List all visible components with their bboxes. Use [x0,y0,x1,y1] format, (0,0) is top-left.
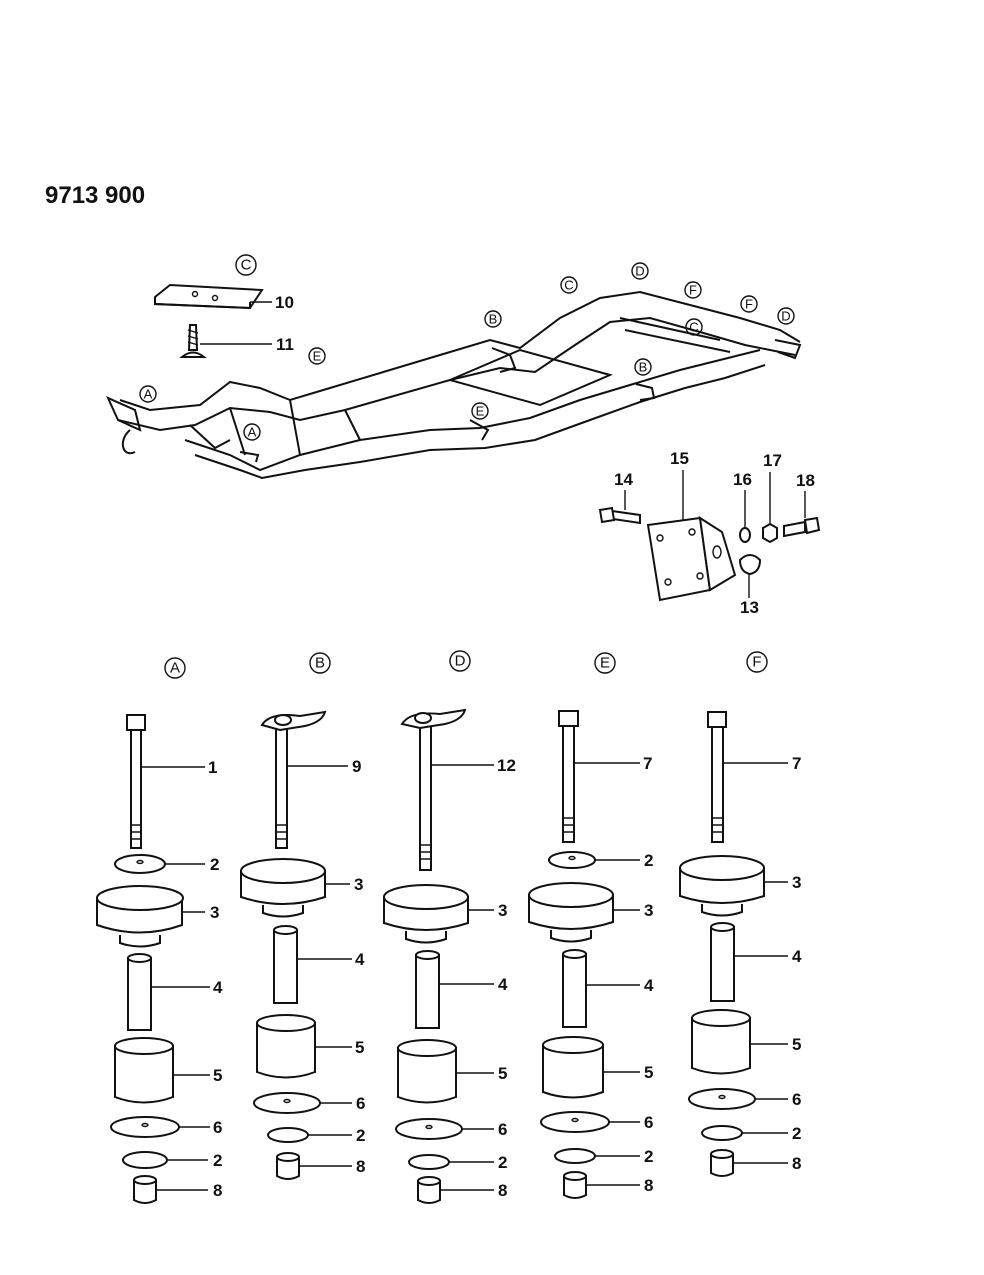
svg-text:F: F [689,283,697,298]
column-b: B 9 3 4 5 6 2 8 [240,652,365,1180]
callout-d-2: D [777,307,795,325]
callout-d-1: D [631,262,649,280]
label-6: 6 [356,1094,365,1113]
label-5: 5 [792,1035,801,1054]
label-7: 7 [792,754,801,773]
label-13: 13 [740,598,759,617]
vehicle-frame [106,290,802,480]
label-18: 18 [796,471,815,490]
callout-b-2: B [634,358,652,376]
label-12: 12 [497,756,516,775]
svg-text:E: E [313,349,322,364]
label-10: 10 [275,293,294,312]
callout-c-2: C [685,318,703,336]
column-letter-e: E [600,655,610,672]
label-3: 3 [210,903,219,922]
label-4: 4 [498,975,508,994]
bolt-14-part [598,506,641,525]
label-5: 5 [644,1063,653,1082]
bolt-18-part [783,516,821,538]
callout-f-2: F [740,295,758,313]
inset-letter-c: C [235,254,257,276]
column-letter-f: F [752,654,761,671]
column-f: F 7 3 4 5 6 2 8 [679,651,802,1177]
svg-text:D: D [635,264,644,279]
bracket-group: 14 15 16 17 18 13 [598,449,821,617]
callout-b-1: B [484,310,502,328]
label-11: 11 [276,335,294,354]
label-8: 8 [498,1181,507,1200]
label-14: 14 [614,470,633,489]
label-5: 5 [498,1064,507,1083]
label-16: 16 [733,470,752,489]
label-3: 3 [354,875,363,894]
label-2: 2 [644,851,653,870]
column-a: A 1 2 3 4 5 6 2 [96,657,223,1204]
label-6: 6 [498,1120,507,1139]
washer-16-part [739,527,751,543]
label-9: 9 [352,757,361,776]
callout-a-2: A [243,423,261,441]
svg-text:A: A [144,387,153,402]
svg-text:A: A [248,425,257,440]
callout-f-1: F [684,281,702,299]
svg-text:C: C [689,320,698,335]
callout-a-1: A [139,385,157,403]
nut-17-part [762,522,778,544]
svg-text:C: C [564,278,573,293]
label-15: 15 [670,449,689,468]
screw-part [179,324,207,358]
diagram-number: 9713 900 [45,182,145,209]
label-4: 4 [644,976,654,995]
label-1: 1 [208,758,217,777]
label-17: 17 [763,451,782,470]
bracket-15-part [646,515,737,602]
label-2: 2 [213,1151,222,1170]
callout-c-1: C [560,276,578,294]
column-e: E 7 2 3 4 5 6 2 [528,652,654,1199]
label-6: 6 [792,1090,801,1109]
label-6: 6 [213,1118,222,1137]
label-3: 3 [644,901,653,920]
column-letter-d: D [455,653,466,670]
svg-text:D: D [781,309,790,324]
column-d: D 12 3 4 5 6 2 8 [383,650,516,1204]
label-2: 2 [356,1126,365,1145]
callout-e-1: E [308,347,326,365]
label-8: 8 [644,1176,653,1195]
label-4: 4 [792,947,802,966]
label-2: 2 [210,855,219,874]
svg-text:C: C [241,257,252,274]
column-letter-a: A [170,660,180,677]
svg-text:F: F [745,297,753,312]
label-6: 6 [644,1113,653,1132]
label-8: 8 [792,1154,801,1173]
collar-13-part [738,554,762,576]
label-4: 4 [355,950,365,969]
label-2: 2 [644,1147,653,1166]
frame-callouts: A A E E B C D F F D C B [139,262,795,441]
svg-text:B: B [489,312,498,327]
label-7: 7 [643,754,652,773]
label-3: 3 [792,873,801,892]
label-8: 8 [213,1181,222,1200]
label-2: 2 [498,1153,507,1172]
callout-e-2: E [471,402,489,420]
column-letter-b: B [315,655,325,672]
label-2: 2 [792,1124,801,1143]
label-3: 3 [498,901,507,920]
label-4: 4 [213,978,223,997]
inset-plate-group: C 10 11 [154,254,294,358]
label-5: 5 [213,1066,222,1085]
label-5: 5 [355,1038,364,1057]
svg-text:E: E [476,404,485,419]
svg-text:B: B [639,360,648,375]
plate-part [154,283,264,310]
label-8: 8 [356,1157,365,1176]
